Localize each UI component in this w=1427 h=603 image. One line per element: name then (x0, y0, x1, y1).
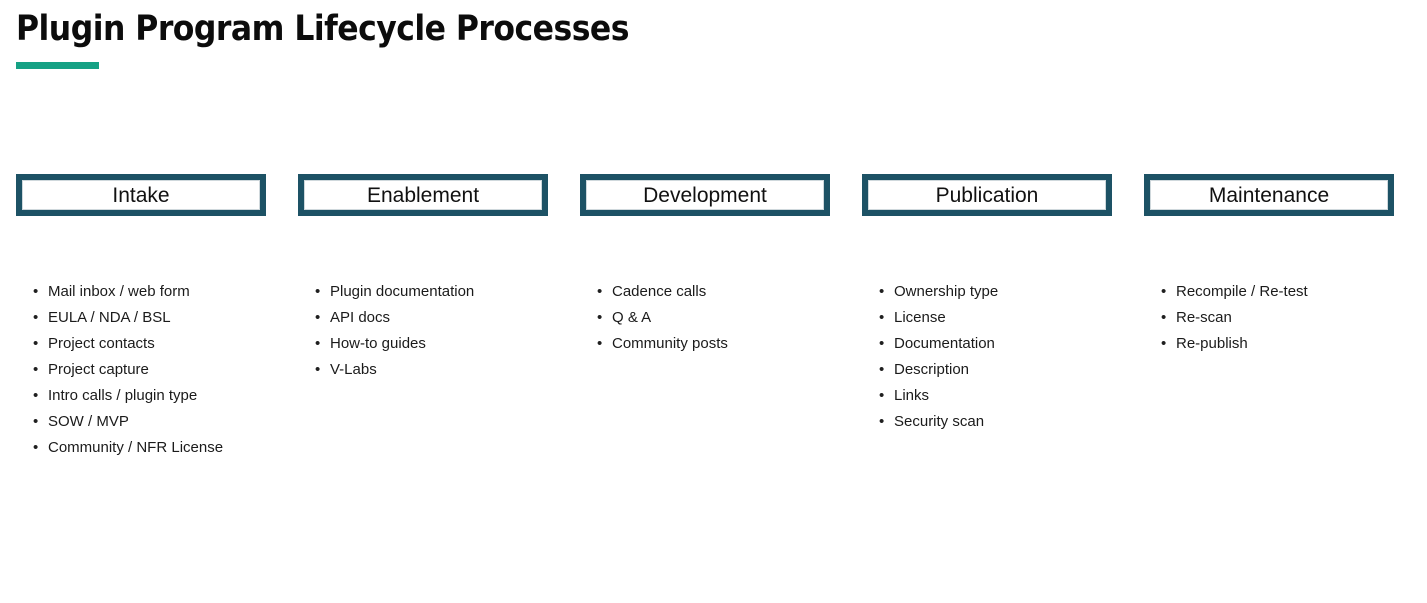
stage-header-box-inner: Maintenance (1150, 180, 1388, 210)
stage-column: Maintenance•Recompile / Re-test•Re-scan•… (1144, 174, 1394, 357)
bullet-icon: • (597, 335, 603, 352)
list-item: • API docs (298, 305, 548, 331)
bullet-icon: • (33, 439, 39, 456)
stage-header-box-inner: Development (586, 180, 824, 210)
bullet-icon: • (879, 283, 885, 300)
list-item: • Project contacts (16, 331, 266, 357)
bullet-icon: • (597, 283, 603, 300)
list-item-label: Community / NFR License (48, 439, 224, 456)
stage-item-list: • Ownership type • License • Documentation • De… (862, 279, 1112, 435)
bullet-icon: • (33, 387, 39, 404)
bullet-icon: • (33, 361, 39, 378)
stage-item-list: • Recompile / Re-test • Re-scan • Re-publish (1144, 279, 1394, 357)
list-item: • Security scan (862, 409, 1112, 435)
bullet-icon: • (315, 309, 321, 326)
stage-header-box[interactable]: Publication (862, 174, 1112, 216)
stage-label: Development (643, 183, 767, 207)
list-item: • V-Labs (298, 357, 548, 383)
stage-item-list: • Cadence calls • Q & A • Community posts (580, 279, 830, 357)
page-title: Plugin Program Lifecycle Processes (16, 9, 629, 49)
list-item: • Cadence calls (580, 279, 830, 305)
bullet-icon: • (879, 387, 885, 404)
stage-header-box-inner: Enablement (304, 180, 542, 210)
list-item: • Documentation (862, 331, 1112, 357)
stage-column: Enablement • Plugin documentation • API docs… (298, 174, 548, 383)
list-item: • SOW / MVP (16, 409, 266, 435)
list-item: • EULA / NDA / BSL (16, 305, 266, 331)
bullet-icon: • (315, 283, 321, 300)
stage-header-box[interactable]: Intake (16, 174, 266, 216)
list-item: • Re-publish (1144, 331, 1394, 357)
list-item: • License (862, 305, 1112, 331)
list-item: • Recompile / Re-test (1144, 279, 1394, 305)
stage-item-list: •Mail inbox / web form•EULA / NDA / BSL•… (16, 279, 266, 461)
stage-header-box[interactable]: Maintenance (1144, 174, 1394, 216)
list-item-label: How-to guides (330, 335, 426, 352)
lifecycle-stage-columns: Intake • Mail inbox / web form • EULA / NDA … (16, 174, 1396, 461)
list-item-label: Re-scan (1176, 309, 1232, 326)
list-item-label: Re-publish (1176, 335, 1248, 352)
list-item: • Intro calls / plugin type (16, 383, 266, 409)
list-item: • How-to guides (298, 331, 548, 357)
list-item-label: Links (894, 387, 930, 404)
stage-header-box[interactable]: Enablement (298, 174, 548, 216)
bullet-icon: • (33, 335, 39, 352)
bullet-icon: • (879, 309, 885, 326)
list-item-label: Project contacts (48, 335, 155, 352)
list-item-label: API docs (330, 309, 391, 326)
list-item: • Re-scan (1144, 305, 1394, 331)
bullet-icon: • (597, 309, 603, 326)
list-item-label: V-Labs (330, 361, 377, 378)
title-block: Plugin Program Lifecycle Processes (16, 6, 697, 69)
bullet-icon: • (1161, 283, 1167, 300)
title-accent-bar (16, 62, 99, 69)
list-item: • Description (862, 357, 1112, 383)
list-item-label: Documentation (894, 335, 995, 352)
list-item: • Links (862, 383, 1112, 409)
stage-label: Publication (935, 183, 1039, 207)
list-item-label: Community posts (612, 335, 728, 352)
list-item-label: Ownership type (894, 283, 999, 300)
bullet-icon: • (879, 413, 885, 430)
stage-label: Maintenance (1208, 183, 1330, 207)
list-item: • Q & A (580, 305, 830, 331)
list-item: • Project capture (16, 357, 266, 383)
bullet-icon: • (879, 335, 885, 352)
bullet-icon: • (1161, 309, 1167, 326)
list-item-label: Recompile / Re-test (1176, 283, 1308, 300)
list-item-label: Mail inbox / web form (48, 283, 190, 300)
stage-column: Publication • Ownership type • License • Docum… (862, 174, 1112, 435)
stage-header-box[interactable]: Development (580, 174, 830, 216)
list-item: • Mail inbox / web form (16, 279, 266, 305)
stage-column: Development • Cadence calls • Q & A • Communit… (580, 174, 830, 357)
stage-header-box-inner: Publication (868, 180, 1106, 210)
list-item-label: Security scan (894, 413, 985, 430)
list-item-label: Intro calls / plugin type (48, 387, 198, 404)
bullet-icon: • (1161, 335, 1167, 352)
list-item-label: Plugin documentation (330, 283, 475, 300)
list-item-label: Project capture (48, 361, 149, 378)
list-item: • Plugin documentation (298, 279, 548, 305)
list-item-label: Cadence calls (612, 283, 707, 300)
stage-label: Intake (112, 183, 170, 207)
bullet-icon: • (33, 309, 39, 326)
list-item-label: Description (894, 361, 970, 378)
list-item: • Ownership type (862, 279, 1112, 305)
bullet-icon: • (315, 335, 321, 352)
list-item: • Community / NFR License (16, 435, 266, 461)
stage-header-box-inner: Intake (22, 180, 260, 210)
list-item-label: Q & A (612, 309, 652, 326)
bullet-icon: • (879, 361, 885, 378)
bullet-icon: • (315, 361, 321, 378)
list-item: • Community posts (580, 331, 830, 357)
list-item-label: SOW / MVP (48, 413, 129, 430)
bullet-icon: • (33, 413, 39, 430)
stage-label: Enablement (366, 183, 480, 207)
list-item-label: EULA / NDA / BSL (48, 309, 171, 326)
stage-column: Intake • Mail inbox / web form • EULA / NDA … (16, 174, 266, 461)
list-item-label: License (894, 309, 946, 326)
bullet-icon: • (33, 283, 39, 300)
stage-item-list: • Plugin documentation • API docs • How-to gu… (298, 279, 548, 383)
